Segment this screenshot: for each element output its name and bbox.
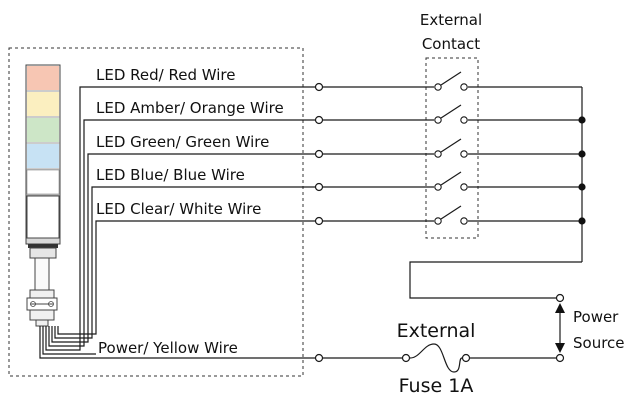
led-blue-segment: [27, 144, 59, 168]
terminals: [314, 82, 324, 363]
contact-switch-clear: [434, 205, 468, 225]
terminal-power: [314, 353, 324, 363]
contact-switch-blue: [434, 171, 468, 191]
terminal-red: [314, 82, 324, 92]
junction-dot: [578, 183, 586, 191]
power-terminal-negative: [555, 353, 565, 363]
power-source-label-line2: Source: [573, 334, 625, 352]
junction-dot: [578, 116, 586, 124]
wire-label-amber: LED Amber/ Orange Wire: [96, 99, 284, 117]
fuse-label-line2: Fuse 1A: [399, 375, 474, 397]
contact-switch-amber: [434, 104, 468, 124]
external-contact-subtitle: Contact: [422, 35, 480, 53]
power-terminal-positive: [555, 293, 565, 303]
external-contact-box: [425, 57, 479, 239]
wire-label-red: LED Red/ Red Wire: [96, 66, 235, 84]
contact-switch-green: [434, 138, 468, 158]
wire-label-blue: LED Blue/ Blue Wire: [96, 166, 245, 184]
power-source: [555, 293, 565, 363]
external-contact-title: External: [420, 11, 482, 29]
contact-switch-red: [434, 71, 468, 91]
contact-switches: [323, 71, 582, 225]
fuse-label-line1: External: [397, 320, 476, 342]
terminal-blue: [314, 182, 324, 192]
power-line: [323, 343, 556, 373]
junction-dot: [578, 217, 586, 225]
led-green-segment: [27, 118, 59, 142]
signal-tower: [25, 64, 61, 327]
terminal-amber: [314, 115, 324, 125]
wire-label-power: Power/ Yellow Wire: [98, 339, 238, 357]
power-source-label-line1: Power: [573, 308, 619, 326]
fuse-symbol: [409, 343, 463, 373]
tower-base: [26, 195, 60, 239]
led-amber-segment: [27, 92, 59, 116]
junction-dot: [578, 150, 586, 158]
tower-pole: [34, 257, 50, 291]
led-clear-segment: [26, 169, 60, 195]
wire-label-clear: LED Clear/ White Wire: [96, 200, 261, 218]
terminal-clear: [314, 216, 324, 226]
signal-tower-enclosure: [8, 47, 304, 377]
common-bus: [409, 87, 586, 299]
led-red-segment: [27, 66, 59, 90]
wire-bundle: [39, 86, 316, 359]
terminal-green: [314, 149, 324, 159]
wire-label-green: LED Green/ Green Wire: [96, 133, 269, 151]
